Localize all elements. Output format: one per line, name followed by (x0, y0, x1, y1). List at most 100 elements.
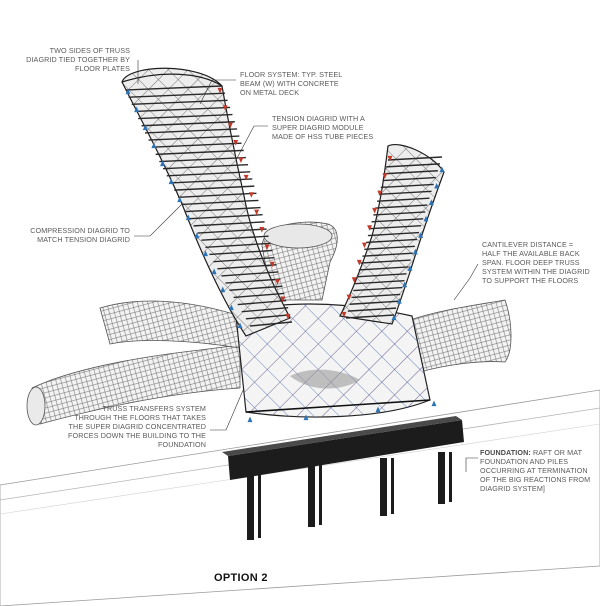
tension-arrow (269, 261, 275, 268)
floor-plate (189, 214, 263, 220)
compression-arrow (396, 298, 402, 304)
floor-plate (347, 307, 397, 312)
floor-plate (197, 228, 267, 234)
floor-plate (237, 299, 287, 306)
floor-plate (170, 178, 253, 184)
floor-plate (141, 121, 235, 127)
floor-plate (144, 128, 238, 134)
floor-plate (128, 92, 226, 98)
compression-arrow (428, 199, 434, 205)
floor-plate (205, 242, 271, 249)
floor-plate (369, 224, 422, 230)
annotation-line: CANTILEVER DISTANCE = (482, 240, 574, 249)
floor-plate (351, 293, 401, 299)
compression-arrow (391, 314, 397, 321)
tension-arrow (361, 242, 367, 249)
central-core (235, 303, 431, 418)
floor-plate (209, 249, 273, 256)
floor-plate (345, 314, 395, 319)
floor-plate (387, 156, 443, 161)
annotation-line: TENSION DIAGRID WITH A (272, 114, 365, 123)
tension-arrow (238, 157, 244, 164)
floor-plate (233, 292, 285, 299)
annotation-line: OCCURRING AT TERMINATION (480, 466, 588, 475)
left-tower (121, 67, 293, 337)
floor-plate (364, 245, 415, 251)
floor-plate (181, 199, 259, 206)
floor-plate (125, 85, 223, 91)
tension-arrow (387, 155, 393, 162)
annotation-line: FLOOR PLATES (75, 64, 130, 73)
compression-arrow (160, 160, 165, 167)
floor-plate (367, 231, 420, 237)
tension-arrow (259, 226, 265, 233)
floor-plate (163, 163, 249, 170)
tension-arrow (341, 311, 347, 318)
floor-plate (245, 314, 291, 320)
floor-plate (152, 142, 242, 148)
compression-arrow (247, 416, 253, 423)
floor-plate (217, 264, 277, 270)
tension-arrow (351, 277, 357, 283)
compression-arrow (434, 182, 440, 189)
compression-arrow (177, 196, 183, 203)
compression-arrow (402, 281, 408, 288)
floor-plate (386, 163, 440, 168)
floor-plate (148, 135, 240, 141)
annotation-line: FLOOR SYSTEM: TYP. STEEL (240, 70, 343, 79)
floor-plate (159, 156, 246, 163)
annotation-line: FORCES DOWN THE BUILDING TO THE (68, 431, 206, 440)
annotation-line: SPAN. FLOOR DEEP TRUSS (482, 258, 580, 267)
tension-arrow (372, 207, 378, 214)
compression-arrow (439, 166, 445, 173)
compression-arrow (151, 142, 157, 149)
floor-plate (193, 221, 265, 227)
floor-plate (185, 206, 261, 213)
floor-plate (375, 204, 428, 209)
tension-arrow (377, 190, 383, 197)
tension-arrow (248, 192, 254, 198)
annotation-line: FOUNDATION: RAFT OR MAT (480, 448, 590, 457)
floor-plate (138, 113, 233, 120)
tension-arrow (217, 87, 223, 94)
compression-arrow (303, 414, 309, 421)
tension-arrow (222, 105, 228, 111)
compression-arrow (375, 406, 381, 413)
tension-arrow (280, 296, 286, 303)
compression-arrow (423, 215, 429, 222)
tension-arrow (275, 279, 280, 285)
annotation-line: ON METAL DECK (240, 88, 300, 97)
annotation-tension-diagrid: TENSION DIAGRID WITH A SUPER DIAGRID MOD… (272, 114, 373, 141)
diagram-caption: OPTION 2 (214, 572, 268, 584)
annotation-two-sides: TWO SIDES OF TRUSS DIAGRID TIED TOGETHER… (18, 46, 130, 73)
floor-plate (384, 170, 438, 175)
annotation-line: TRUSS TRANSFERS SYSTEM (102, 404, 206, 413)
compression-arrow (220, 286, 226, 293)
floor-plate (360, 259, 411, 264)
compression-arrow (412, 248, 418, 255)
floor-plate (362, 252, 413, 257)
floor-plate (213, 256, 275, 263)
floor-plate (355, 279, 405, 285)
compression-arrow (203, 250, 208, 257)
compression-arrow (125, 88, 131, 95)
tension-arrow (285, 313, 291, 320)
tension-arrow (228, 122, 233, 129)
tension-arrow (233, 140, 239, 146)
annotation-line: COMPRESSION DIAGRID TO (30, 226, 130, 235)
floor-plate (353, 286, 403, 292)
floor-plate (134, 106, 231, 113)
annotation-floor-system: FLOOR SYSTEM: TYP. STEEL BEAM (W) WITH C… (240, 70, 342, 97)
floor-plate (201, 235, 269, 241)
floor-plate (166, 171, 251, 177)
compression-arrow (168, 178, 174, 185)
annotation-line: SUPER DIAGRID MODULE (272, 123, 364, 132)
annotation-line: THE SUPER DIAGRID CONCENTRATED (68, 422, 206, 431)
floor-plate (174, 185, 255, 191)
annotation-truss-transfers: TRUSS TRANSFERS SYSTEM THROUGH THE FLOOR… (54, 404, 206, 449)
compression-arrow (194, 232, 200, 239)
floor-plate (378, 190, 432, 196)
annotation-title: FOUNDATION: (480, 448, 531, 457)
floor-plate (249, 321, 293, 327)
